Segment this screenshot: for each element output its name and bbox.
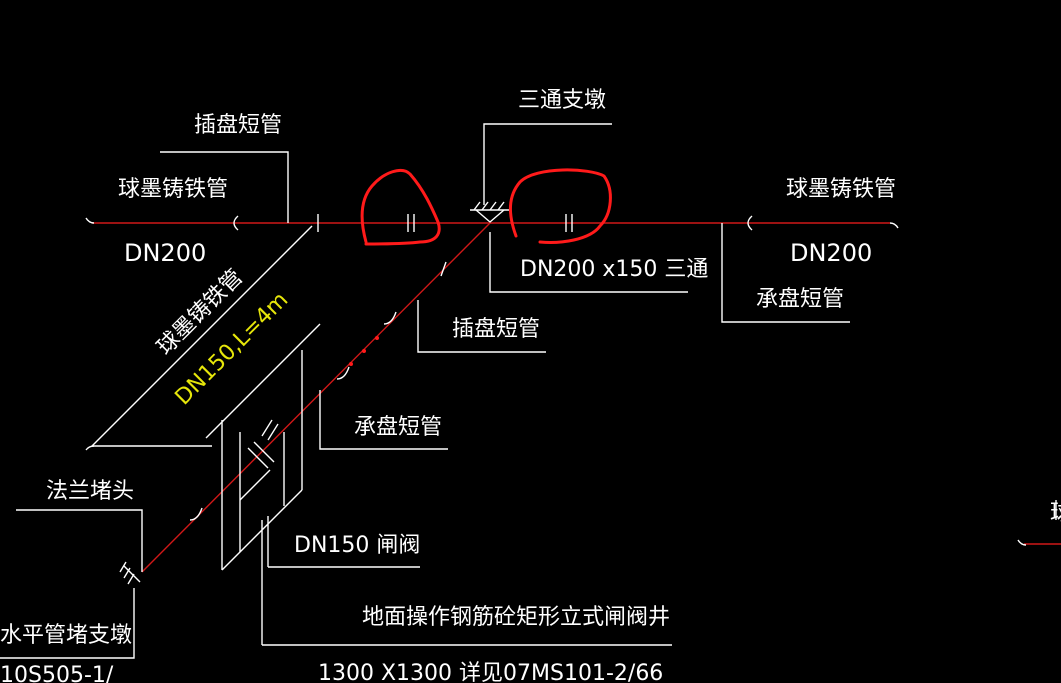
label-socket-flange-short-pipe-mid: 承盘短管 (354, 415, 442, 440)
branch-dimension-tick (85, 445, 95, 451)
label-ductile-iron-pipe-left: 球墨铸铁管 (118, 177, 228, 202)
leader-tee-block (483, 123, 612, 205)
label-dn200-left: DN200 (124, 239, 206, 267)
label-tee-thrust-block: 三通支墩 (518, 88, 606, 113)
branch-flange-mark (440, 261, 447, 277)
label-socket-flange-short-pipe-right: 承盘短管 (756, 287, 844, 312)
leader-socket-mid (319, 390, 448, 450)
label-valve-well-spec: 1300 X1300 详见07MS101-2/66 (318, 661, 663, 683)
label-spigot-flange-short-pipe-top: 插盘短管 (194, 113, 282, 138)
partial-pipe-break (1017, 539, 1027, 546)
gate-valve-symbol (247, 419, 279, 469)
label-dn200-right: DN200 (790, 239, 872, 267)
label-horizontal-cap-thrust-block: 水平管堵支墩 (0, 623, 132, 648)
branch-socket-3 (189, 507, 203, 521)
branch-dot-2 (362, 349, 366, 353)
valve-well-outline (205, 323, 321, 645)
leader-tee-spec (489, 232, 688, 293)
label-right-edge-fragment: 球 (1050, 501, 1061, 526)
branch-socket-2 (336, 366, 350, 380)
label-spigot-flange-short-pipe-mid: 插盘短管 (452, 317, 540, 342)
break-marks-main (85, 217, 899, 229)
leader-horizontal-cap (0, 588, 135, 659)
branch-socket-1 (383, 311, 397, 325)
label-tee-spec: DN200 x150 三通 (520, 257, 708, 282)
tee-thrust-block-symbol (470, 201, 510, 223)
markup-circle-left (360, 169, 441, 246)
branch-dot-1 (375, 336, 379, 340)
label-valve-well: 地面操作钢筋砼矩形立式闸阀井 (362, 605, 670, 630)
label-flange-blind-cap: 法兰堵头 (46, 479, 134, 504)
label-gate-valve: DN150 闸阀 (294, 533, 420, 558)
socket-joint-left (233, 215, 239, 231)
branch-dimension-diag (91, 225, 313, 447)
label-ductile-iron-pipe-right: 球墨铸铁管 (786, 177, 896, 202)
label-partial-ref: 10S505-1/ (0, 663, 114, 683)
leader-socket-right (721, 223, 850, 323)
leader-flange-cap (16, 509, 143, 572)
leader-spigot-top (160, 151, 289, 223)
horizontal-cap-thrust-block-symbol (119, 561, 141, 585)
branch-dot-3 (349, 362, 353, 366)
leader-spigot-mid (417, 300, 546, 353)
markup-circle-right (509, 168, 612, 244)
socket-joint-right (747, 215, 753, 231)
